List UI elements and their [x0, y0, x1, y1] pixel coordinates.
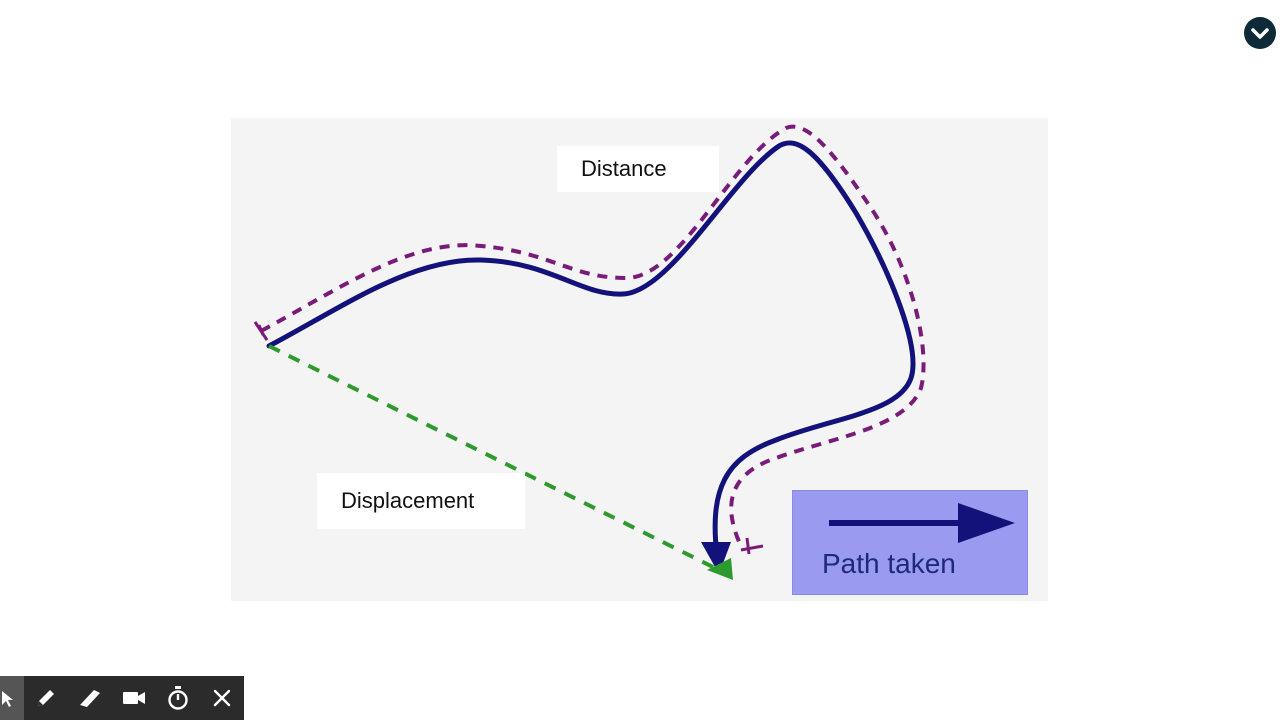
- displacement-arrowhead: [707, 558, 733, 580]
- pointer-tool[interactable]: [0, 676, 24, 720]
- stopwatch-icon: [168, 686, 188, 710]
- path-arrowhead: [701, 542, 731, 574]
- highlighter-icon: [80, 690, 100, 707]
- legend-box: Path taken: [792, 490, 1028, 595]
- distance-start-tick: [253, 321, 269, 341]
- pen-icon: [38, 690, 54, 706]
- distance-path: [260, 124, 926, 547]
- chevron-down-icon: [1251, 28, 1269, 39]
- video-camera-icon: [123, 692, 145, 704]
- legend-label: Path taken: [822, 548, 956, 579]
- distance-end-tick: [740, 537, 764, 555]
- displacement-line: [268, 344, 720, 572]
- slide-figure: Distance Displacement Path taken: [231, 118, 1048, 601]
- displacement-label: Displacement: [317, 473, 525, 529]
- distance-displacement-diagram: [253, 124, 926, 580]
- annotation-toolbar: [0, 676, 244, 720]
- video-tool[interactable]: [112, 676, 156, 720]
- close-tool[interactable]: [200, 676, 244, 720]
- timer-tool[interactable]: [156, 676, 200, 720]
- distance-label: Distance: [557, 146, 719, 192]
- close-icon: [213, 689, 231, 707]
- pointer-icon: [2, 691, 13, 707]
- collapse-button[interactable]: [1244, 17, 1276, 49]
- pen-tool[interactable]: [24, 676, 68, 720]
- highlighter-tool[interactable]: [68, 676, 112, 720]
- path-taken-line: [266, 140, 916, 559]
- legend-arrow-icon: [829, 503, 1015, 543]
